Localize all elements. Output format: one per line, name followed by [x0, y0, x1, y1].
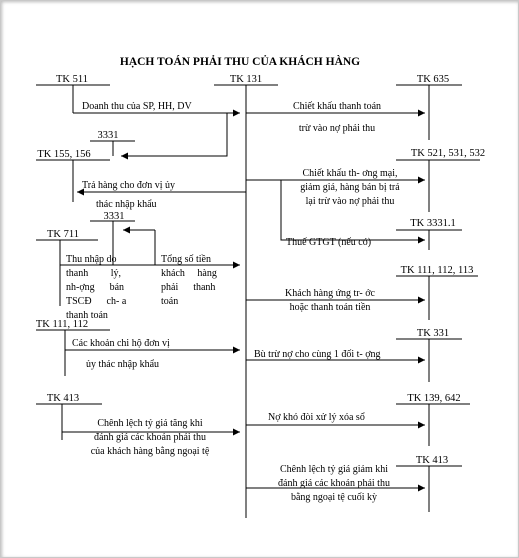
t-account-tk635: TK 635 [396, 74, 462, 140]
tk139-642-label: TK 139, 642 [407, 393, 460, 404]
tk521-531-532-label: TK 521, 531, 532 [411, 148, 485, 159]
label-thu-nhap-1: Thu nhập do [66, 254, 117, 265]
t-account-tk155-156: TK 155, 156 [36, 149, 110, 202]
label-tong-tien-1: Tổng số tiền [161, 254, 211, 265]
t-account-tk139-642: TK 139, 642 [396, 393, 470, 446]
diagram-title: HẠCH TOÁN PHẢI THU CỦA KHÁCH HÀNG [120, 54, 360, 68]
label-chiet-khau-tt-2: trừ vào nợ phải thu [299, 123, 375, 134]
label-ck-thuong-mai-2: giảm giá, hàng bán bị trả [300, 182, 400, 193]
label-ck-thuong-mai-1: Chiết khấu th- ơng mại, [303, 168, 398, 179]
label-ck-thuong-mai-3: lại trừ vào nợ phải thu [306, 196, 395, 207]
tk413-left-label: TK 413 [47, 393, 79, 404]
tk511-label: TK 511 [56, 74, 88, 85]
tk635-label: TK 635 [417, 74, 449, 85]
tk111-112-label: TK 111, 112 [36, 319, 88, 330]
tk711-label: TK 711 [47, 229, 79, 240]
tk413-right-label: TK 413 [416, 455, 448, 466]
label-thu-nhap-5: thanh toán [66, 310, 108, 321]
tk3331-top-label: 3331 [98, 130, 119, 141]
label-tong-tien-3: phải thanh [161, 282, 215, 293]
t-account-3331-top: 3331 [90, 130, 135, 156]
label-tong-tien-2: khách hàng [161, 268, 217, 279]
t-account-tk131: TK 131 [214, 74, 278, 518]
tk331-label: TK 331 [417, 328, 449, 339]
label-thu-nhap-2: thanh lý, [66, 268, 121, 279]
label-cl-giam-3: bằng ngoại tệ cuối kỳ [291, 492, 377, 503]
label-no-kho-doi: Nợ khó đòi xử lý xóa sổ [268, 412, 365, 423]
label-doanh-thu: Doanh thu của SP, HH, DV [82, 101, 192, 112]
label-cl-tang-1: Chênh lệch tỷ giá tăng khi [97, 418, 202, 429]
tk111-112-113-label: TK 111, 112, 113 [401, 265, 474, 276]
label-chiet-khau-tt-1: Chiết khấu thanh toán [293, 101, 381, 112]
tk131-label: TK 131 [230, 74, 262, 85]
t-account-tk413-right: TK 413 [396, 455, 462, 512]
label-bu-tru: Bù trừ nợ cho cùng 1 đối t- ợng [254, 349, 381, 360]
arrow-to-3331-top [121, 113, 228, 160]
label-thue-gtgt: Thuế GTGT (nếu có) [286, 237, 371, 248]
label-tra-hang-1: Trả hàng cho đơn vị ủy [82, 180, 175, 191]
tk3331-1-label: TK 3331.1 [410, 218, 456, 229]
label-cl-giam-2: đánh giá các khoản phải thu [278, 478, 390, 489]
t-account-tk111-112-113: TK 111, 112, 113 [396, 265, 478, 320]
label-chi-ho-2: ủy thác nhập khẩu [86, 359, 159, 370]
label-thu-nhap-3: nh-ợng bán [66, 282, 124, 293]
label-cl-tang-3: của khách hàng bằng ngoại tệ [91, 446, 210, 457]
arrow-thue-gtgt [280, 180, 425, 244]
t-account-tk111-112: TK 111, 112 [36, 319, 110, 376]
label-ung-truoc-2: hoặc thanh toán tiền [290, 302, 371, 313]
label-cl-giam-1: Chênh lệch tỷ giá giảm khi [280, 464, 388, 475]
t-account-tk511: TK 511 [36, 74, 110, 113]
label-thu-nhap-4: TSCĐ ch- a [66, 296, 127, 307]
t-account-tk3331-1: TK 3331.1 [396, 218, 462, 250]
label-tra-hang-2: thác nhập khẩu [96, 199, 157, 210]
t-account-tk711: TK 711 [36, 229, 98, 306]
tk155-156-label: TK 155, 156 [37, 149, 90, 160]
t-account-tk521-531-532: TK 521, 531, 532 [396, 148, 485, 212]
label-ung-truoc-1: Khách hàng ứng tr- ớc [285, 288, 375, 299]
label-tong-tien-4: toán [161, 296, 178, 307]
t-account-tk331: TK 331 [396, 328, 462, 382]
label-chi-ho-1: Các khoản chi hộ đơn vị [72, 338, 170, 349]
tk3331-mid-label: 3331 [104, 211, 125, 222]
t-account-3331-mid: 3331 [90, 211, 135, 265]
t-account-tk413-left: TK 413 [36, 393, 102, 440]
label-cl-tang-2: đánh giá các khoản phải thu [94, 432, 206, 443]
